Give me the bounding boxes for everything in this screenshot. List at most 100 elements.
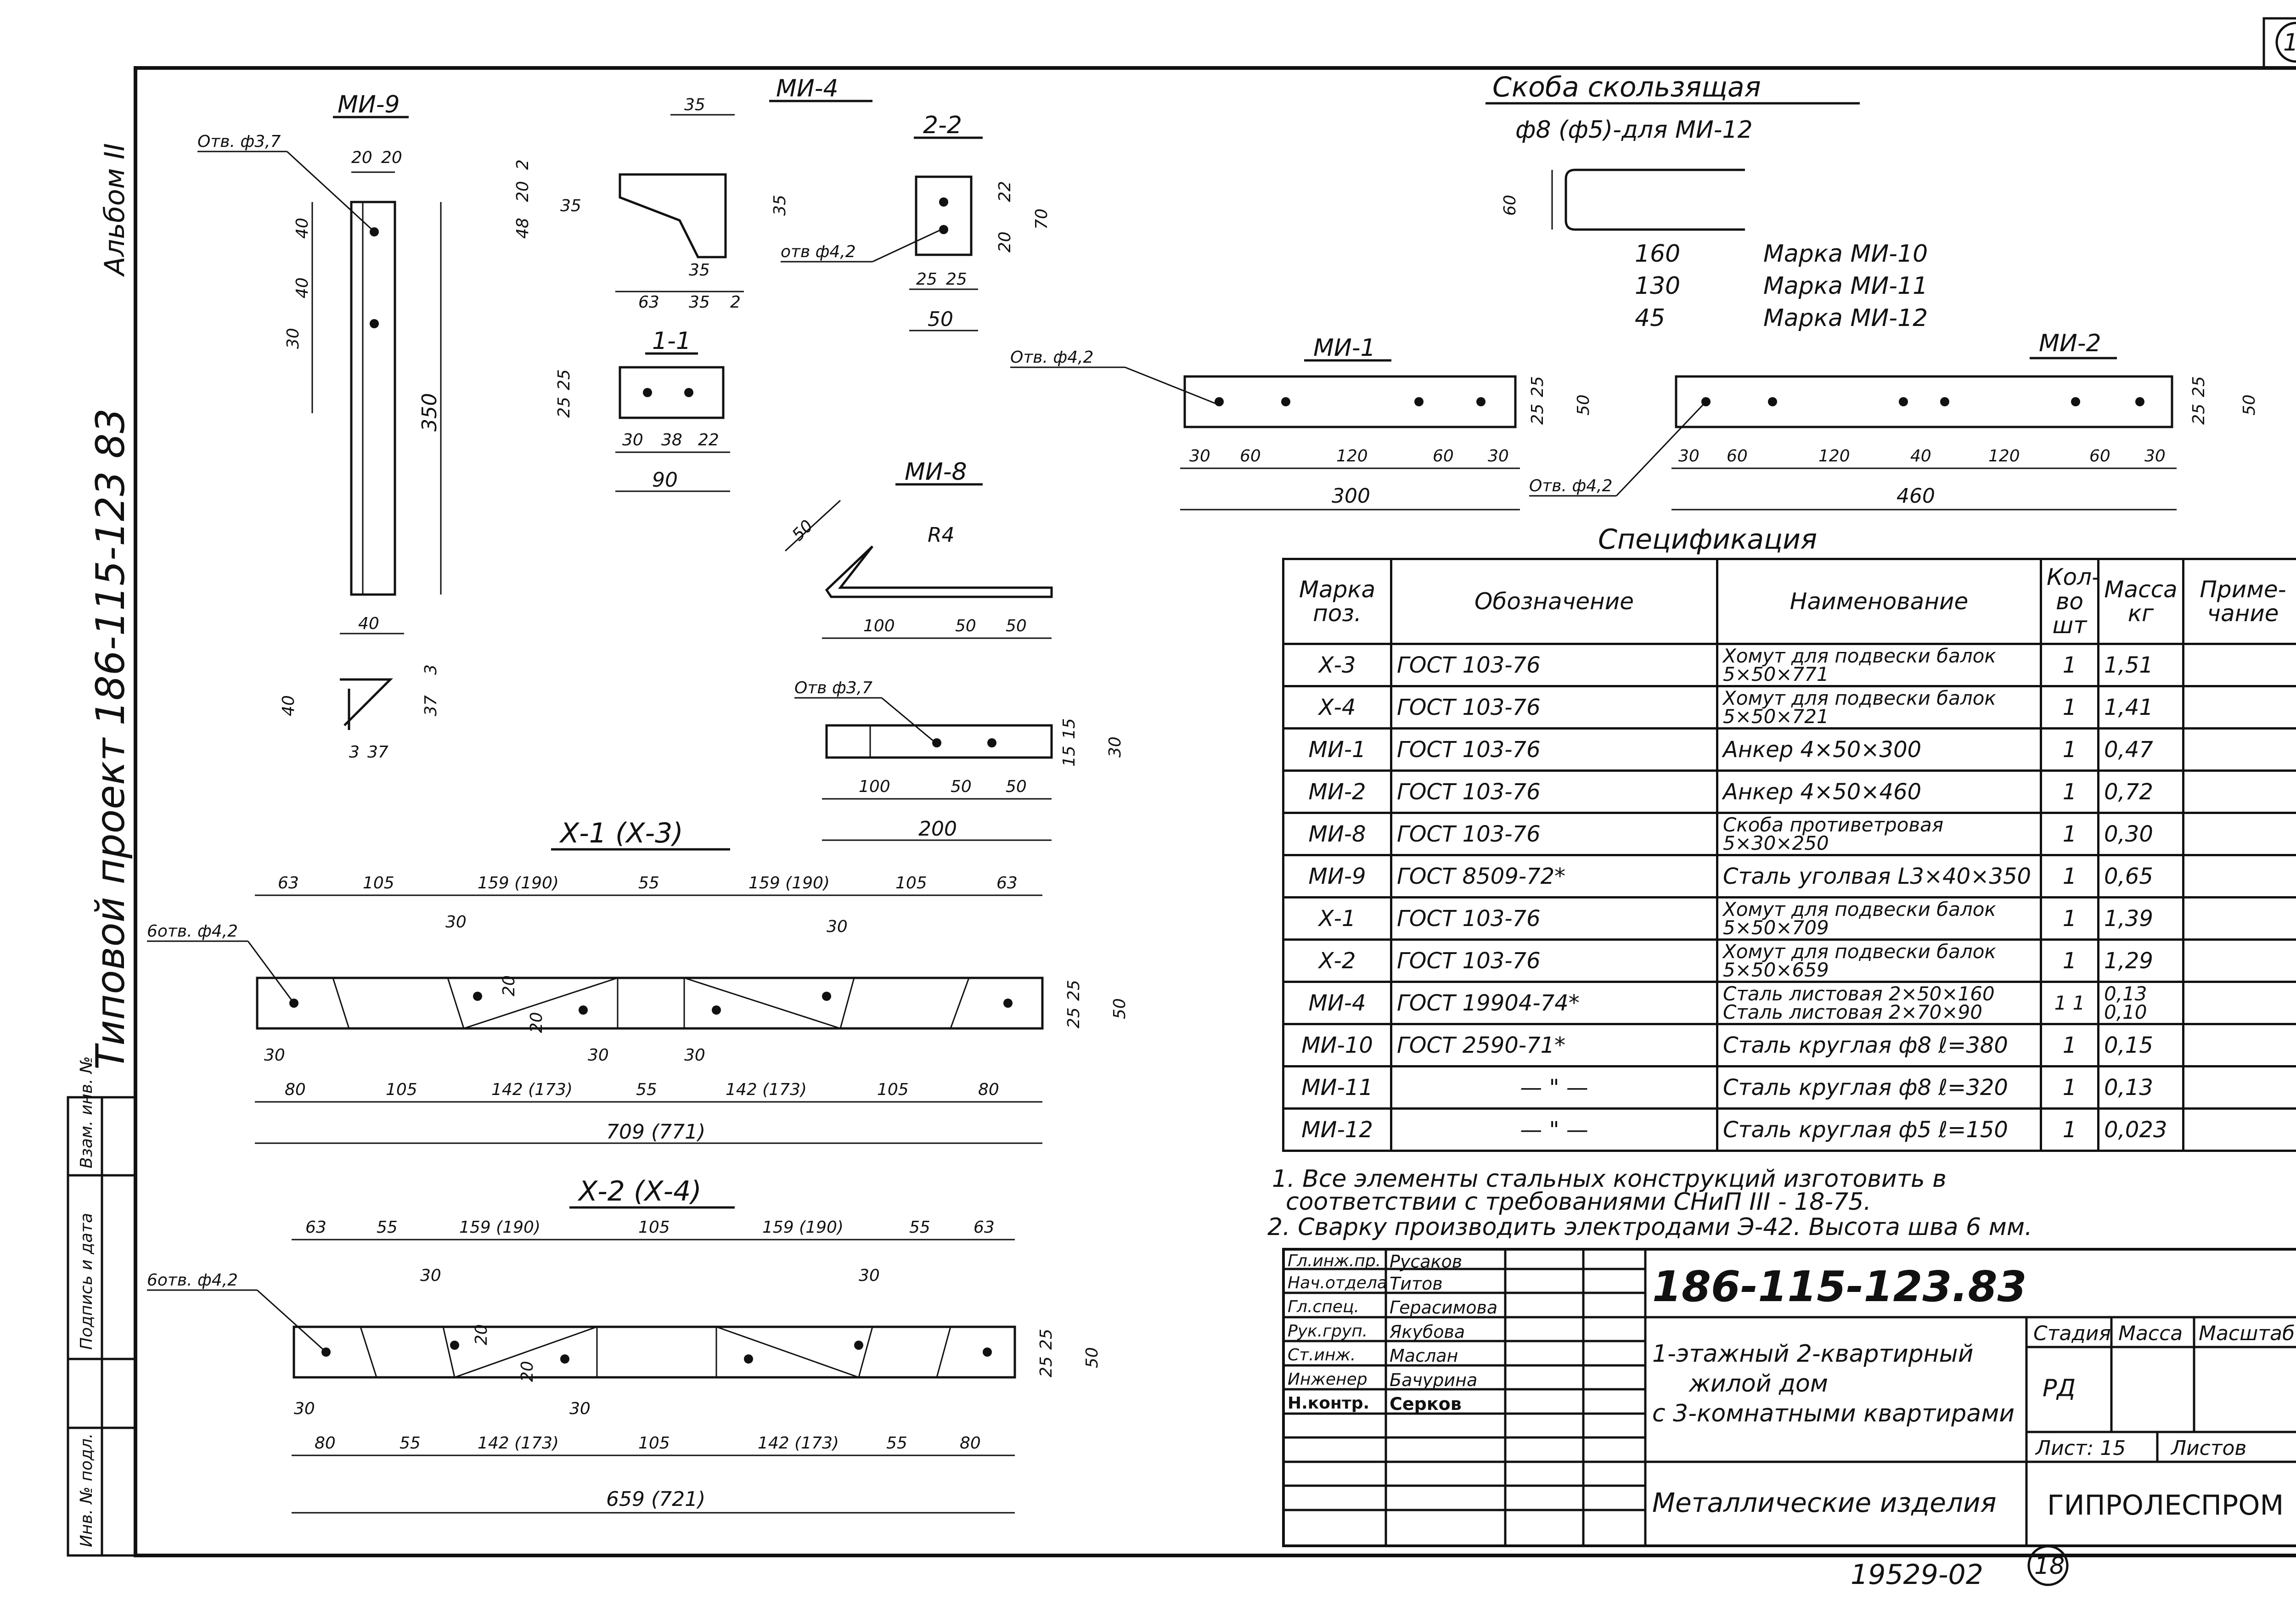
svg-text:35: 35 [689,261,710,280]
svg-text:50: 50 [951,777,972,796]
svg-text:55: 55 [636,1080,657,1099]
sig-name-2: Титов [1390,1274,1443,1294]
sec22-title: 2-2 [923,112,962,139]
svg-text:80: 80 [285,1080,306,1099]
svg-text:25: 25 [946,270,967,289]
mass-label: Масса [2118,1322,2183,1345]
svg-text:30: 30 [1678,447,1699,466]
svg-text:25: 25 [2189,376,2208,397]
spec-table: Марка поз. Обозначение Наименование Кол-… [1282,558,2296,1152]
svg-text:37: 37 [422,695,440,716]
sig-role-5: Ст.инж. [1288,1346,1356,1364]
side-field-1: Инв. № подл. [77,1433,96,1547]
sec22-plate [915,175,973,256]
svg-text:80: 80 [315,1434,336,1453]
svg-text:30: 30 [1106,736,1125,758]
svg-text:30: 30 [420,1266,441,1285]
svg-text:25: 25 [1528,404,1547,425]
svg-text:105: 105 [363,874,394,893]
svg-text:63: 63 [996,874,1018,893]
svg-text:105: 105 [877,1080,909,1099]
svg-text:50: 50 [1574,394,1593,415]
side-field-2: Подпись и дата [77,1213,96,1350]
svg-text:2: 2 [730,293,741,312]
svg-text:300: 300 [1332,484,1370,508]
svg-text:3: 3 [349,743,360,762]
sig-name-1: Русаков [1390,1252,1463,1272]
svg-text:159 (190): 159 (190) [478,874,559,893]
svg-text:105: 105 [638,1434,670,1453]
sheet-frame [134,66,2296,1557]
mi1-title: МИ-1 [1313,334,1376,362]
svg-text:15: 15 [1060,718,1079,739]
x2-strip [293,1325,1016,1379]
object-line-3: с 3-комнатными квартирами [1652,1400,2015,1427]
sig-name-3: Герасимова [1390,1297,1498,1318]
svg-text:15: 15 [1060,746,1079,767]
svg-text:25: 25 [1037,1329,1056,1350]
svg-text:40: 40 [293,277,312,298]
svg-text:38: 38 [661,431,682,449]
svg-text:142 (173): 142 (173) [726,1080,807,1099]
svg-text:50: 50 [928,308,953,331]
svg-text:142 (173): 142 (173) [758,1434,839,1453]
svg-text:70: 70 [1032,208,1051,230]
object-line-2: жилой дом [1689,1370,1829,1398]
svg-text:350: 350 [418,393,441,432]
stage-value: РД [2043,1375,2076,1402]
svg-text:105: 105 [895,874,927,893]
scale-label: Масштаб [2199,1322,2295,1345]
org-name: ГИПРОЛЕСПРОМ [2047,1489,2284,1521]
svg-text:105: 105 [638,1218,670,1237]
sig-name-4: Якубова [1390,1322,1465,1342]
mi1-plate [1183,375,1517,428]
svg-text:30: 30 [294,1399,315,1418]
svg-text:20: 20 [996,231,1014,253]
svg-text:20: 20 [381,148,402,167]
svg-text:60: 60 [2089,447,2110,466]
svg-text:35: 35 [684,95,705,114]
svg-text:25: 25 [1528,376,1547,397]
mi9-title: МИ-9 [338,91,400,118]
svg-text:Марка МИ-12: Марка МИ-12 [1763,304,1928,332]
svg-text:3: 3 [422,664,440,675]
sheet-number: 17 [2283,29,2296,56]
spec-header-mark: Марка поз. [1282,558,1392,645]
sig-role-2: Нач.отдела [1288,1274,1387,1292]
sec11-title: 1-1 [652,327,691,355]
project-label: Типовой проект 186-115-123 83 [88,408,134,1070]
svg-text:40: 40 [358,614,379,633]
x2-title: Х-2 (Х-4) [577,1175,702,1207]
svg-text:142 (173): 142 (173) [478,1434,559,1453]
x1-strip [256,977,1044,1030]
svg-text:63: 63 [638,293,659,312]
x2-hole: 6отв. ф4,2 [147,1271,238,1290]
x1-title: Х-1 (Х-3) [559,817,683,849]
svg-text:30: 30 [1189,447,1210,466]
sig-role-7: Н.контр. [1288,1394,1370,1413]
svg-text:Марка МИ-11: Марка МИ-11 [1763,272,1928,300]
svg-text:50: 50 [1006,617,1027,635]
svg-text:120: 120 [1818,447,1850,466]
mi2-plate [1675,375,2173,428]
svg-text:159 (190): 159 (190) [748,874,830,893]
svg-text:25: 25 [1037,1356,1056,1377]
object-line-1: 1-этажный 2-квартирный [1652,1340,1974,1368]
spec-header-mass: Масса кг [2097,558,2184,645]
sheet-label: Лист: 15 [2036,1437,2126,1460]
sheets-label: Листов [2171,1437,2247,1460]
svg-text:40: 40 [279,695,298,716]
svg-text:45: 45 [1635,304,1665,332]
svg-text:120: 120 [1988,447,2020,466]
mi8-title: МИ-8 [905,458,967,486]
bottom-number: 18 [2034,1552,2065,1580]
stage-label: Стадия [2033,1322,2111,1345]
sig-name-5: Маслан [1390,1346,1458,1366]
svg-text:55: 55 [909,1218,930,1237]
